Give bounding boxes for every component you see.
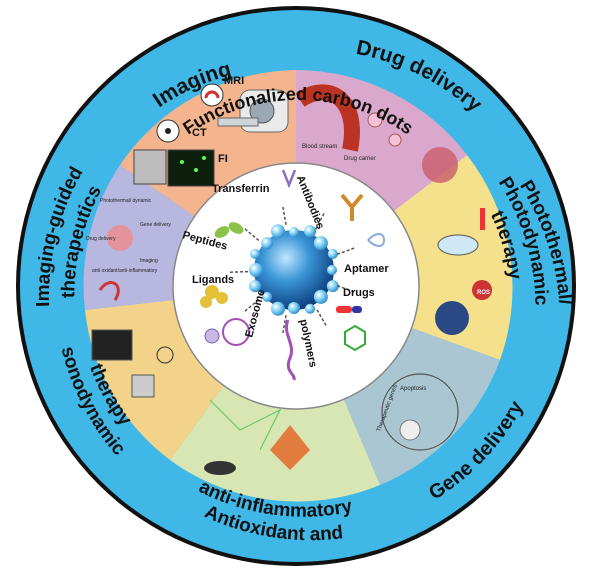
magnet-icon [200,83,224,107]
ligand-spoke [230,270,249,273]
label-antiox-small: anti oxidant/anti-inflammatory [92,268,158,274]
ligand-spoke [314,213,325,230]
ligand-icons [200,169,386,381]
core-sphere [254,230,334,310]
label-ligands: Ligands [192,274,234,286]
surface-bubble [250,248,261,259]
mri-icon [217,89,289,133]
peptide-leaf-icon-2 [228,222,244,234]
drug-molecule-icon [344,324,366,352]
ligand-cluster-icon [205,285,219,299]
surface-bubble [262,291,273,302]
ligand-spoke [244,298,260,312]
ligand-spoke [316,309,327,326]
surface-bubble [313,236,328,251]
blood-vessel-icon [295,84,360,152]
petri-dish-icon [437,234,479,256]
capsule-icon [336,306,352,313]
ultrasound-machine-icon [131,374,155,398]
exosome-icon [222,318,250,346]
label-apoptosis: Apoptosis [400,386,426,392]
radiation-center [165,128,171,134]
nucleus-icon [399,419,421,441]
cell-cluster-icon [435,301,469,335]
label-aptamer: Aptamer [344,263,389,275]
network-node-icon [107,225,133,251]
ros-icon [472,280,492,300]
label-ros: ROS [477,290,490,296]
network-icon [209,399,282,451]
surface-bubble [249,280,262,293]
mouse-icon [204,461,236,475]
carbon-dot-core [230,206,355,334]
sound-wave-icon [156,346,174,364]
surface-bubble [249,263,263,277]
fluorescence-screen-icon [167,149,215,187]
illustrations [91,83,492,475]
surface-bubble [289,227,299,237]
ligand-spoke [336,285,355,293]
peptide-leaf-icon [214,226,230,238]
label-transferrin: Transferrin [212,183,270,195]
polymer-icon [285,319,296,381]
exosome-small-icon [204,328,220,344]
thermometer-icon [480,208,485,230]
surface-bubble [313,289,328,304]
surface-bubble [270,224,285,239]
surface-bubble [326,280,339,293]
label-photothermal-dynamic: Photothermal/ dynamic [100,198,152,204]
label-imaging-small: Imaging [140,258,158,264]
surface-bubble [261,237,274,250]
label-gene-delivery-small: Gene delivery [140,222,171,228]
neuron-icon [270,425,310,470]
magnet-shape [204,90,220,99]
surface-bubble [327,265,337,275]
label-mri: MRI [224,75,244,87]
label-drug-delivery-small: Drug delivery [86,236,116,242]
surface-bubble [288,302,300,314]
ligand-spoke [282,315,287,334]
ligand-spoke [336,247,355,255]
surface-bubble [305,303,316,314]
ligand-spoke [282,206,287,225]
tumor-icon [422,147,458,183]
label-drug-carrier: Drug carrier [344,156,376,162]
label-ct: CT [192,127,207,139]
antibody-icon [340,193,364,221]
aptamer-icon [367,233,386,247]
surface-bubble [270,301,285,316]
surface-bubble [327,248,338,259]
drug-carrier-icon [367,112,383,128]
microscope-icon [133,149,167,185]
ultrasound-monitor-icon [91,329,133,361]
capsule-icon-2 [352,306,362,313]
transferrin-icon [281,169,297,189]
cell-icon [381,373,459,451]
ligand-spoke [244,228,260,242]
label-blood-stream: Blood stream [302,144,337,150]
surface-bubble [304,225,317,238]
label-fi: FI [218,153,228,165]
label-drugs: Drugs [343,287,375,299]
vessel-branch-icon [98,281,120,301]
